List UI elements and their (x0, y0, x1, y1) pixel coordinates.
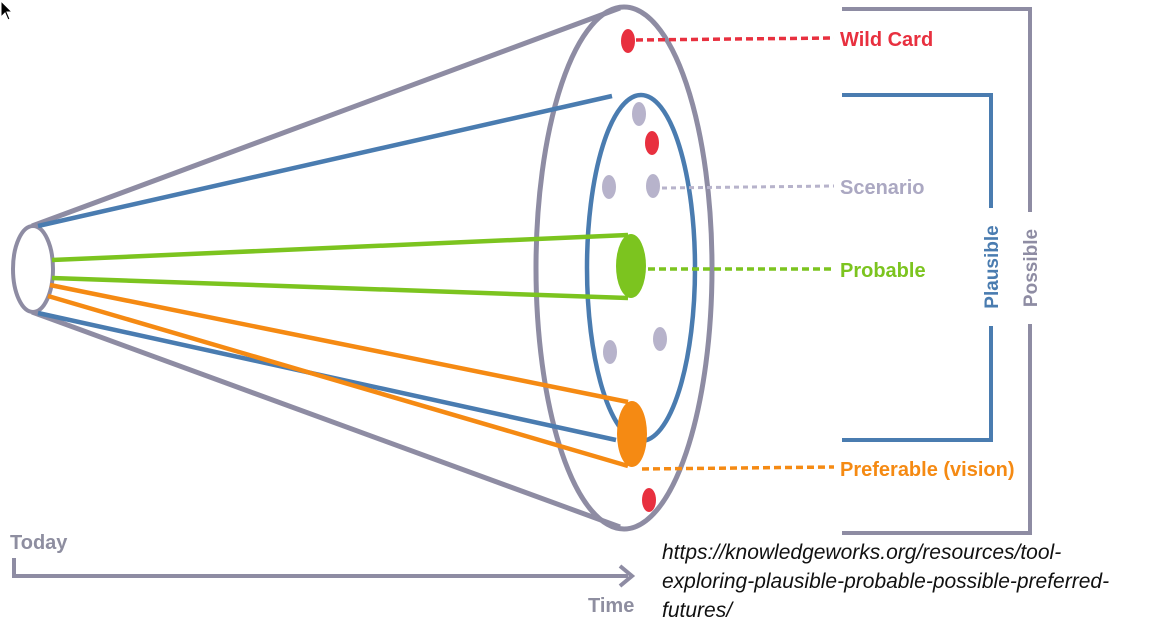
probable-label: Probable (840, 260, 926, 282)
scenario-dot (602, 175, 616, 199)
wild-card-leader (635, 36, 835, 42)
today-label: Today (10, 532, 68, 554)
scenario-label: Scenario (840, 177, 924, 199)
scenario-leader (661, 184, 835, 190)
preferable-label: Preferable (vision) (840, 459, 1015, 481)
scenario-dot (603, 340, 617, 364)
preferable-leader (641, 465, 835, 471)
time-axis-arrowhead (618, 564, 636, 588)
possible-bracket-label: Possible (1021, 229, 1042, 307)
possible-cone (31, 4, 715, 532)
today-origin-ellipse (11, 224, 55, 314)
wild-card-label: Wild Card (840, 29, 933, 51)
wild-card-dot (642, 488, 656, 512)
time-axis-arrow (12, 558, 628, 578)
time-label: Time (588, 595, 634, 617)
scenario-dot (653, 327, 667, 351)
source-url: https://knowledgeworks.org/resources/too… (662, 541, 1110, 622)
wild-card-dot (621, 29, 635, 53)
scenario-dot (632, 102, 646, 126)
plausible-bracket-label: Plausible (982, 225, 1003, 308)
probable-cone (51, 232, 646, 301)
scenario-dot (646, 174, 660, 198)
mouse-cursor-icon (0, 0, 14, 21)
preferable-cone (47, 282, 647, 469)
wild-card-dot (645, 131, 659, 155)
